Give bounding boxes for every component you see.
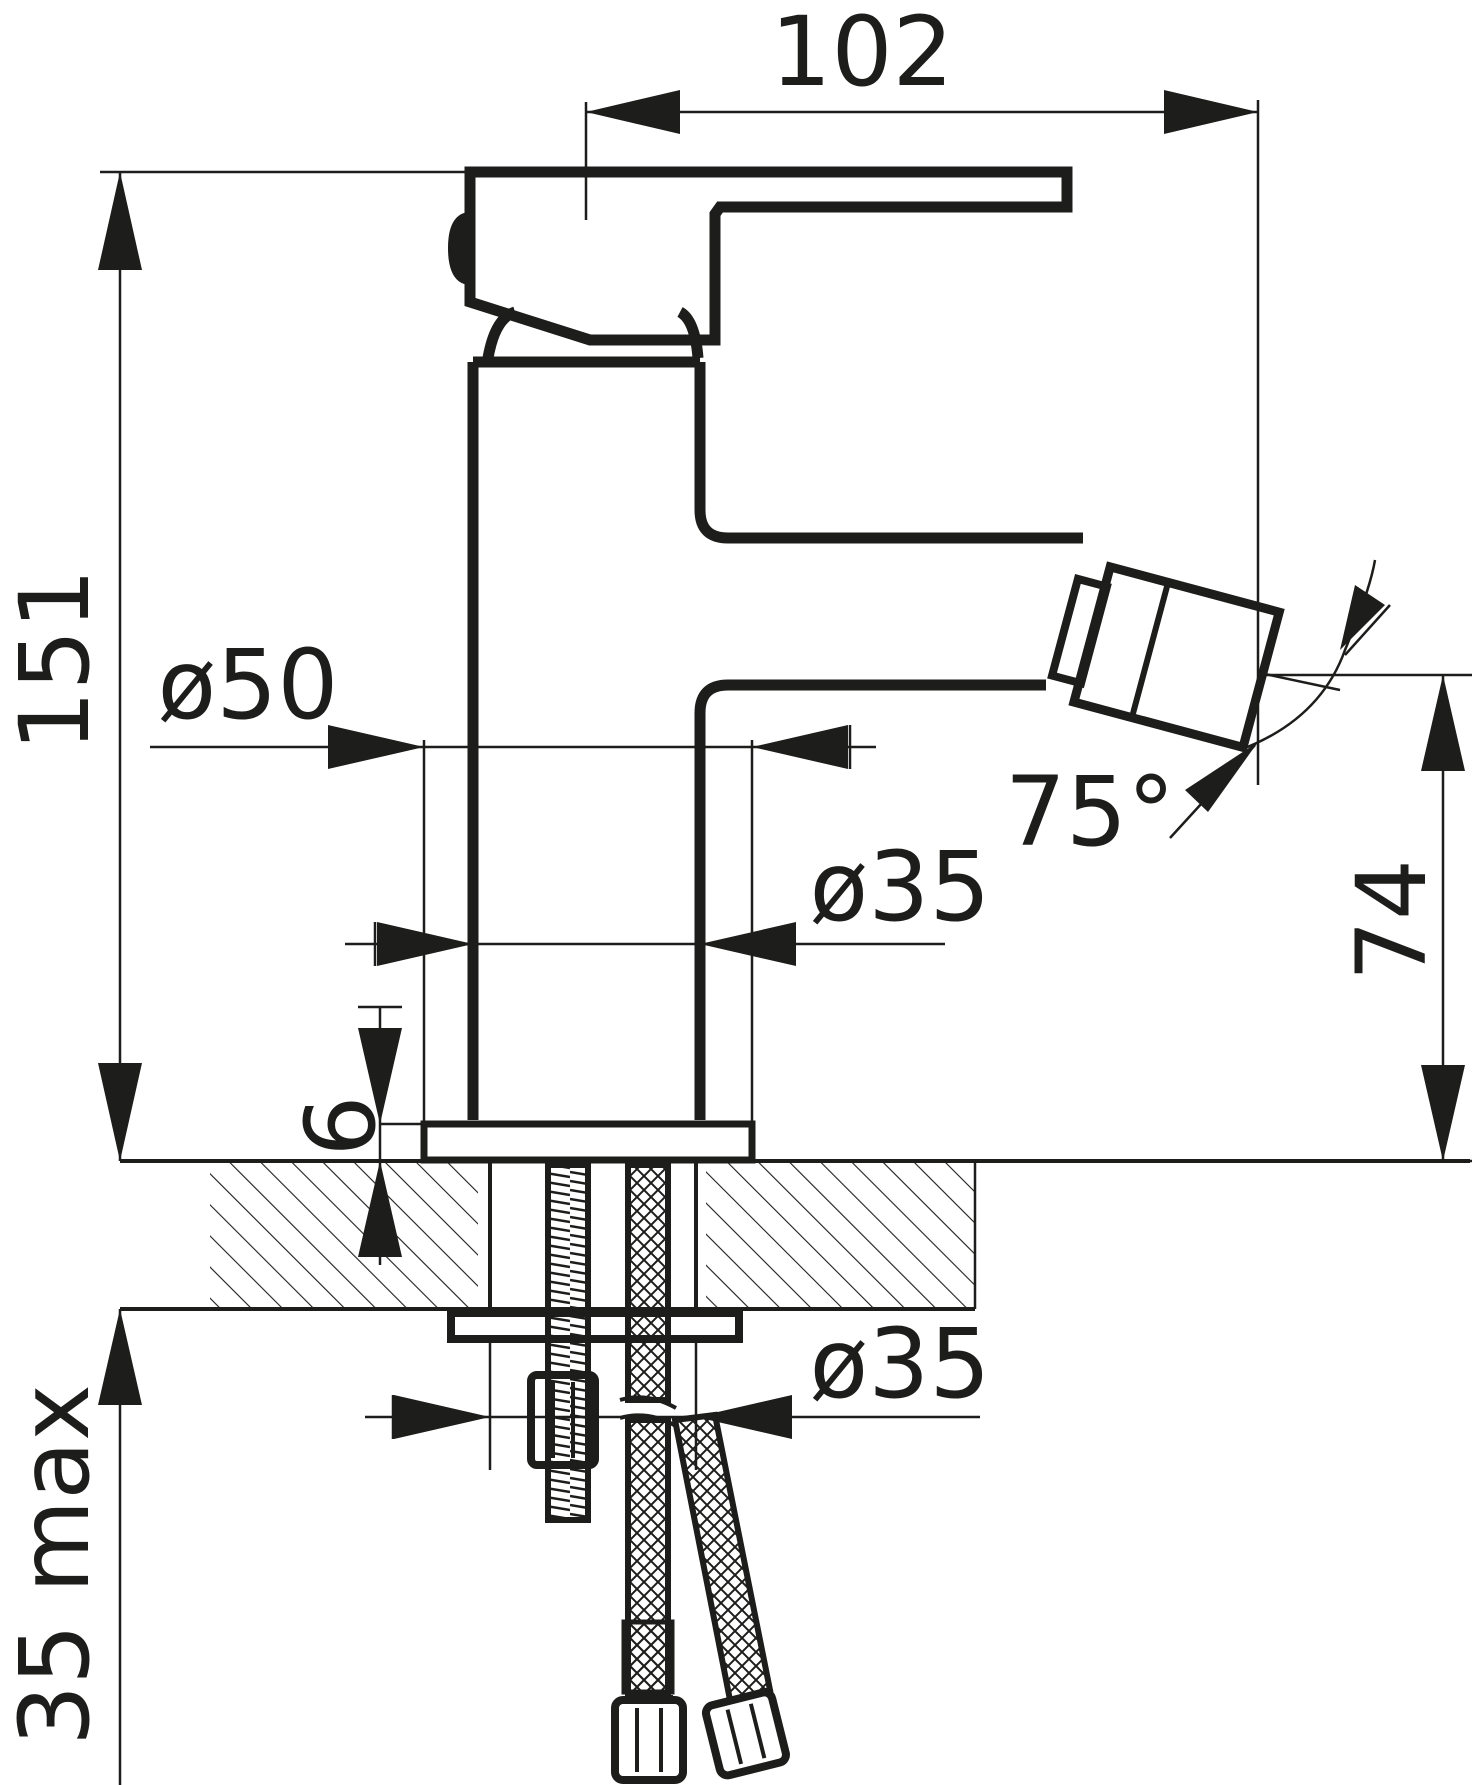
label-mount-hole-diameter: ø35 — [810, 1308, 991, 1420]
label-body-diameter: ø35 — [810, 831, 991, 943]
aerator-nozzle — [1047, 561, 1285, 753]
lever-handle — [464, 166, 1073, 346]
dimension-lines — [98, 90, 1472, 1785]
label-spout-angle: 75° — [1005, 756, 1175, 868]
dimension-labels: 102 151 ø50 ø35 75° 74 6 ø35 35 max — [0, 0, 1448, 1746]
fixing-nut — [527, 1371, 599, 1469]
lever-knob — [448, 212, 468, 285]
body-outline — [467, 356, 1083, 1120]
hose-nut-right — [701, 1688, 790, 1780]
label-spout-reach: 102 — [770, 0, 953, 108]
faucet-body — [420, 166, 1083, 1164]
mounting-washer — [447, 1309, 743, 1343]
base-plate — [420, 1120, 756, 1164]
label-max-counter-thickness: 35 max — [0, 1384, 111, 1746]
label-base-thickness: 6 — [285, 1095, 397, 1156]
hose-nut-left — [611, 1695, 687, 1784]
label-total-height: 151 — [0, 568, 111, 751]
label-base-diameter: ø50 — [158, 629, 339, 741]
label-spout-height: 74 — [1336, 859, 1448, 981]
countertop-section — [120, 1159, 1470, 1311]
mounting-hardware — [447, 1160, 790, 1784]
